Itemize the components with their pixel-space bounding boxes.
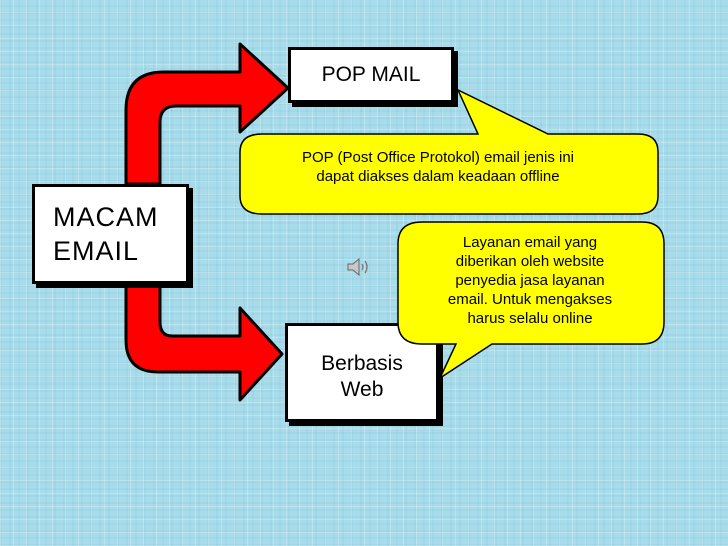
arrow-to-berbasis-web bbox=[124, 282, 284, 402]
pop-mail-label: POP MAIL bbox=[321, 63, 421, 86]
pop-mail-box: POP MAIL bbox=[288, 47, 454, 103]
speaker-icon[interactable] bbox=[346, 256, 372, 278]
macam-email-label: MACAM EMAIL bbox=[53, 202, 159, 266]
callout-web-bubble bbox=[397, 221, 665, 381]
callout-pop-bubble bbox=[239, 88, 659, 215]
macam-email-box: MACAM EMAIL bbox=[32, 184, 189, 284]
callout-web-text: Layanan email yang diberikan oleh websit… bbox=[447, 234, 613, 327]
callout-pop-text: POP (Post Office Protokol) email jenis i… bbox=[301, 149, 575, 185]
berbasis-web-label: Berbasis Web bbox=[321, 351, 403, 401]
